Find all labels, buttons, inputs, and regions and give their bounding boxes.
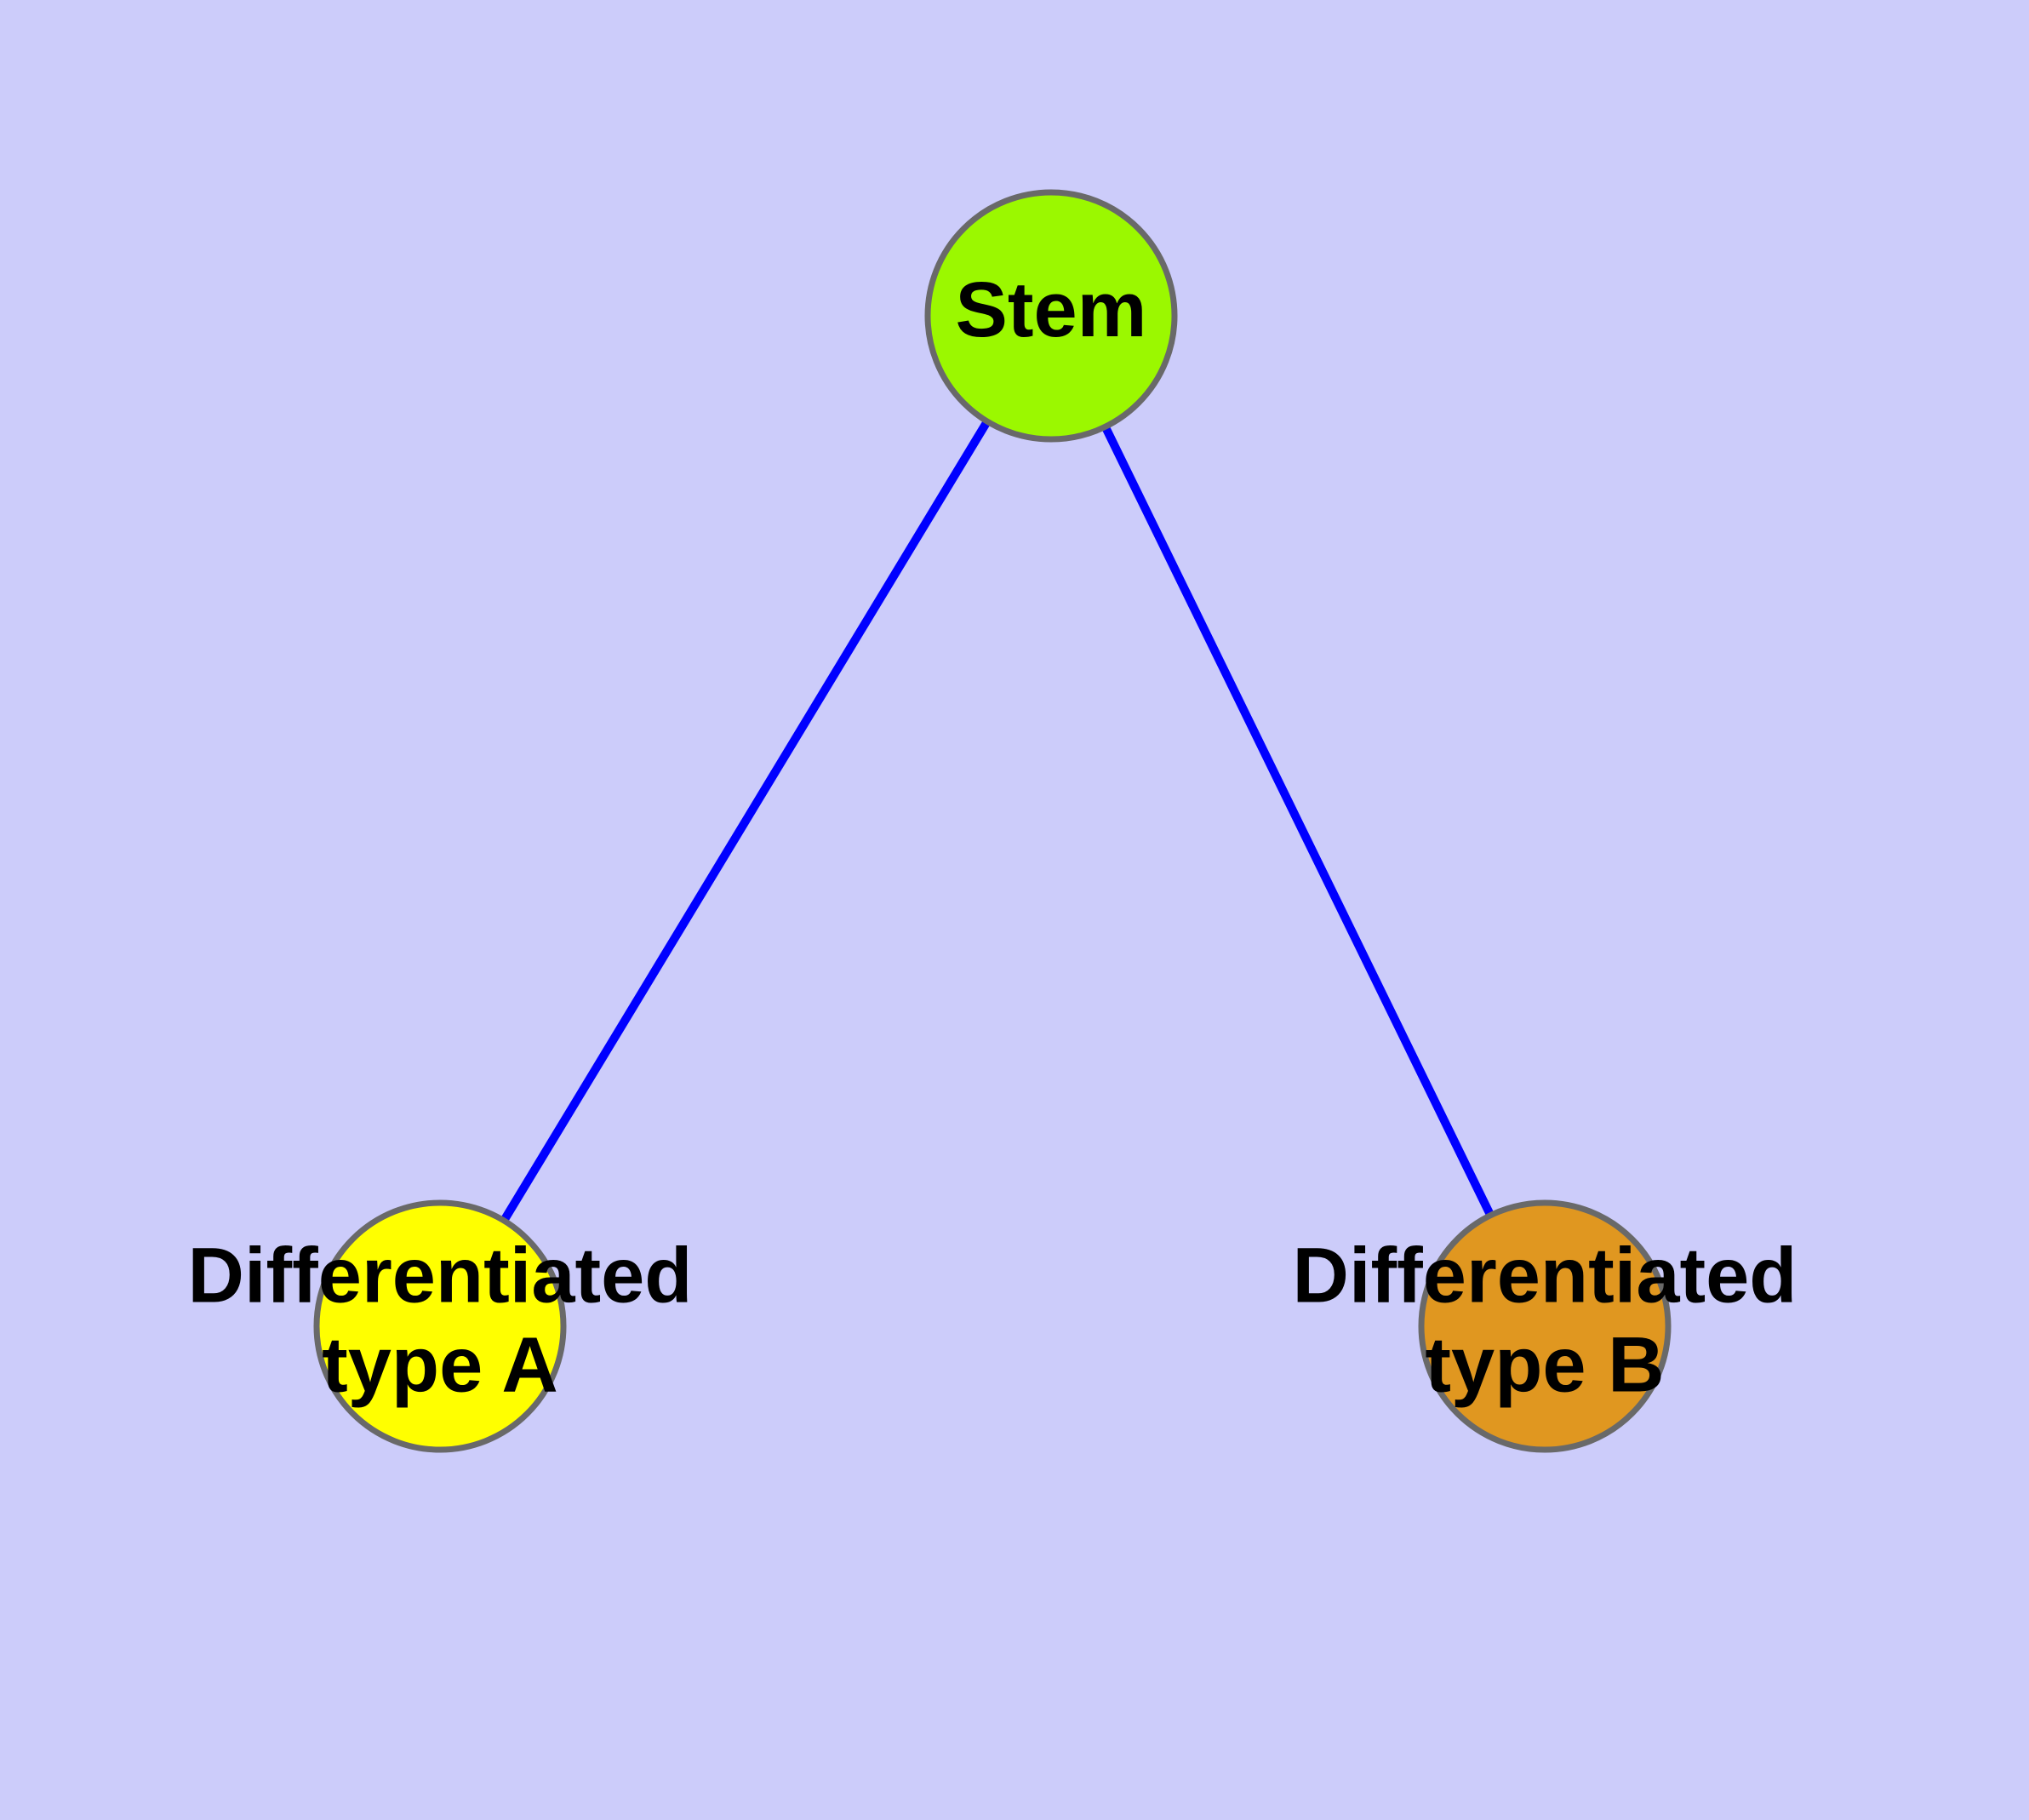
node-circle-diff-b[interactable] <box>1418 1199 1672 1453</box>
node-circle-stem[interactable] <box>924 189 1178 443</box>
node-label-line: Differentiated <box>188 1233 693 1319</box>
edges-group <box>500 419 1495 1223</box>
edge-stem-to-diff-a <box>500 419 992 1223</box>
node-label-line: Differentiated <box>1293 1233 1798 1319</box>
node-label-line: type A <box>322 1322 558 1409</box>
edge-stem-to-diff-b <box>1101 425 1495 1217</box>
node-circle-diff-a[interactable] <box>313 1199 567 1453</box>
node-label-stem: Stem <box>956 266 1147 353</box>
node-label-line: Stem <box>956 266 1147 353</box>
node-stem[interactable]: Stem <box>924 189 1178 443</box>
node-label-line: type B <box>1425 1322 1664 1409</box>
